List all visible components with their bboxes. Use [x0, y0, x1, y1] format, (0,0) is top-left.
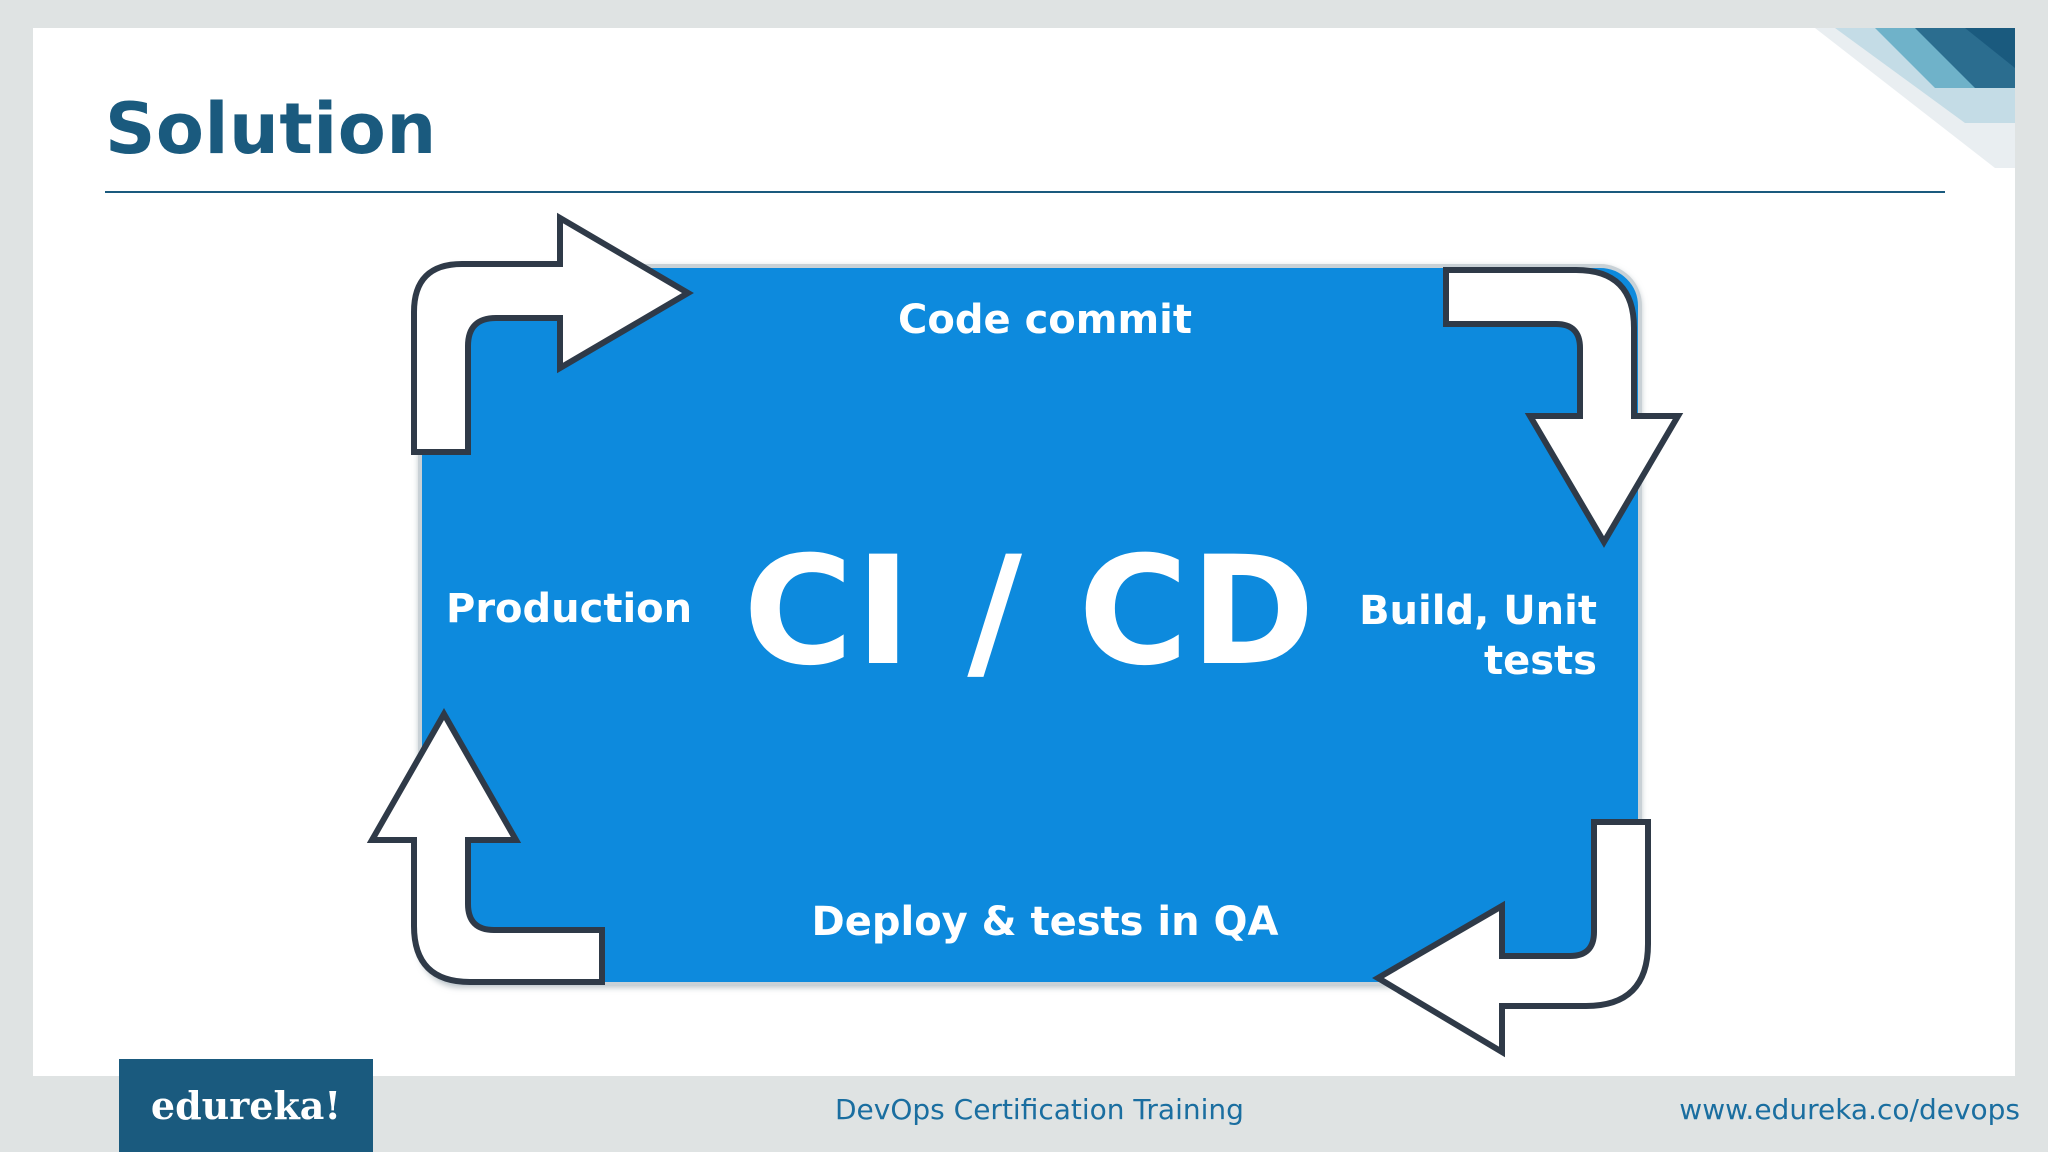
logo-text: edureka! [150, 1083, 342, 1128]
cicd-center-label: CI / CD [743, 525, 1317, 699]
arrow-production-to-commit-icon [411, 212, 694, 455]
course-url: www.edureka.co/devops [1679, 1093, 2020, 1126]
stage-label-deploy-qa: Deploy & tests in QA [811, 899, 1279, 945]
title-divider [105, 191, 1945, 193]
slide-title: Solution [105, 88, 437, 170]
arrow-commit-to-build-icon [1443, 267, 1684, 548]
arrow-deploy-to-production-icon [366, 707, 605, 985]
stage-label-code-commit: Code commit [898, 297, 1192, 343]
course-title: DevOps Certification Training [835, 1093, 1244, 1126]
stage-label-production: Production [446, 586, 693, 632]
arrow-build-to-deploy-icon [1372, 819, 1651, 1058]
edureka-logo: edureka! [119, 1059, 373, 1152]
stage-label-build-unit-tests: Build, Unit tests [1359, 588, 1597, 684]
cicd-box [418, 264, 1642, 986]
corner-decoration [1815, 28, 2015, 168]
